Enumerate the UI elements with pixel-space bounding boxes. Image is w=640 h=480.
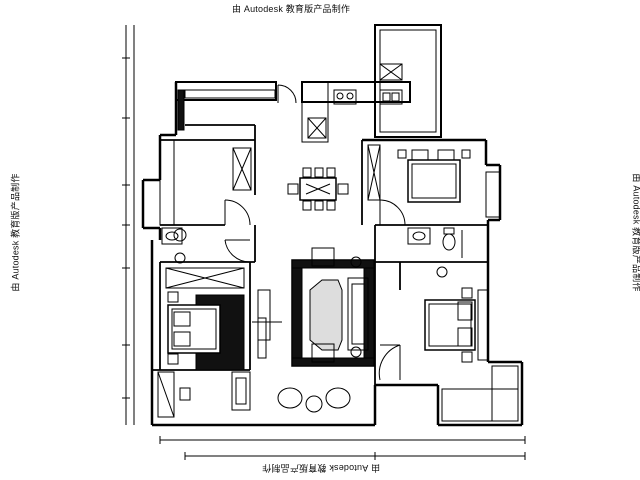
dimension-lines	[122, 25, 526, 460]
doors	[224, 199, 406, 381]
plant-icon	[174, 252, 186, 264]
armchair-icon	[311, 247, 335, 363]
sink-icon	[379, 89, 403, 105]
bed-icon	[167, 304, 221, 354]
armchair-icon	[277, 387, 351, 409]
dining-table-icon	[287, 167, 349, 211]
bedroom-upper-left	[159, 139, 252, 226]
plant-icon	[305, 395, 323, 413]
toilet-icon	[179, 387, 191, 401]
armchair-icon	[231, 371, 251, 411]
south-balcony	[277, 387, 351, 413]
sofa-icon	[347, 277, 369, 351]
lower-left-bath	[157, 371, 251, 418]
coffee-table	[309, 279, 343, 351]
master-bedroom	[367, 144, 501, 218]
outer-walls	[141, 82, 524, 427]
bed-icon	[424, 299, 476, 351]
bedroom-lower-left	[165, 267, 271, 371]
watermark-top: 由 Autodesk 教育版产品制作	[232, 4, 351, 14]
stove-icon	[333, 89, 357, 105]
bathroom-left	[161, 227, 187, 264]
second-bedroom	[424, 266, 489, 363]
living-room	[252, 247, 375, 367]
right-balcony	[441, 365, 519, 422]
kitchen	[175, 81, 411, 143]
bathroom-right	[407, 227, 463, 258]
bed-icon	[407, 149, 461, 203]
toilet-icon	[442, 227, 456, 251]
